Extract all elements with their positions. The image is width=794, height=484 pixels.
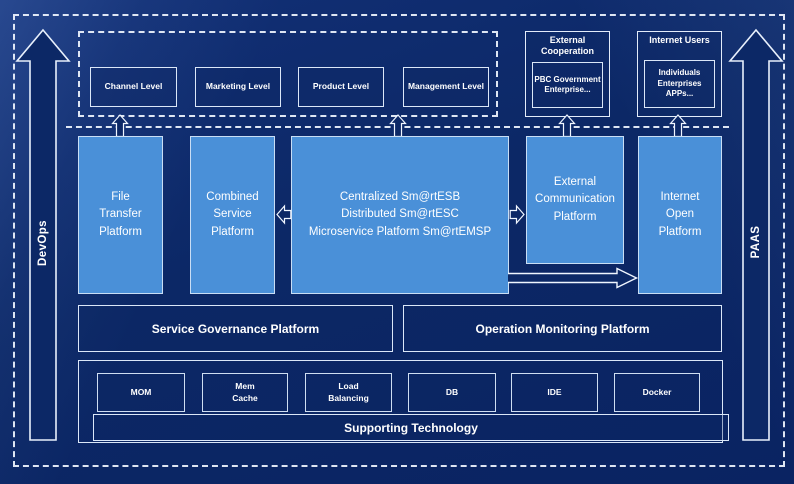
- internet-open-platform-box: Internet Open Platform: [638, 136, 722, 294]
- external-communication-platform-box: External Communication Platform: [526, 136, 624, 264]
- internet-users-body: Individuals Enterprises APPs...: [644, 60, 715, 108]
- service-governance-platform-box: Service Governance Platform: [78, 305, 393, 352]
- level-label: Management Level: [407, 81, 485, 92]
- internet-users-box: Internet Users Individuals Enterprises A…: [637, 31, 722, 117]
- tech-box-load-balancing: Load Balancing: [305, 373, 392, 412]
- level-label: Marketing Level: [205, 81, 271, 92]
- file-transfer-platform-box: File Transfer Platform: [78, 136, 163, 294]
- diagram-outer-border: [13, 14, 785, 467]
- supporting-technology-container: [78, 360, 723, 443]
- level-label: Product Level: [312, 81, 370, 92]
- right-arrow-icon: [509, 204, 525, 225]
- tech-box-mom: MOM: [97, 373, 185, 412]
- level-box-marketing: Marketing Level: [195, 67, 281, 107]
- tech-box-mem-cache: Mem Cache: [202, 373, 288, 412]
- long-right-arrow-icon: [508, 267, 639, 289]
- service-governance-label: Service Governance Platform: [151, 321, 320, 336]
- levels-dashed-group: [78, 31, 498, 117]
- central-esb-platform-box: Centralized Sm@rtESB Distributed Sm@rtES…: [291, 136, 509, 294]
- left-arrow-icon: [276, 204, 292, 225]
- tech-box-ide: IDE: [511, 373, 598, 412]
- external-cooperation-title: External Cooperation: [541, 35, 594, 57]
- up-arrow-icon: [389, 114, 407, 138]
- level-label: Channel Level: [104, 81, 163, 92]
- operation-monitoring-label: Operation Monitoring Platform: [475, 321, 650, 336]
- supporting-technology-label: Supporting Technology: [344, 420, 478, 435]
- level-box-management: Management Level: [403, 67, 489, 107]
- devops-label: DevOps: [37, 220, 49, 266]
- paas-label: PAAS: [750, 225, 762, 259]
- external-cooperation-body: PBC Government Enterprise...: [532, 62, 603, 108]
- internet-users-title: Internet Users: [649, 35, 710, 45]
- level-box-product: Product Level: [298, 67, 384, 107]
- up-arrow-icon: [111, 114, 129, 138]
- level-box-channel: Channel Level: [90, 67, 177, 107]
- up-arrow-icon: [558, 114, 576, 138]
- tech-box-db: DB: [408, 373, 496, 412]
- up-arrow-icon: [669, 114, 687, 138]
- operation-monitoring-platform-box: Operation Monitoring Platform: [403, 305, 722, 352]
- tech-box-docker: Docker: [614, 373, 700, 412]
- devops-up-arrow-icon: [15, 28, 71, 441]
- paas-up-arrow-icon: [728, 28, 784, 441]
- combined-service-platform-box: Combined Service Platform: [190, 136, 275, 294]
- supporting-technology-bar: Supporting Technology: [93, 414, 729, 441]
- external-cooperation-box: External Cooperation PBC Government Ente…: [525, 31, 610, 117]
